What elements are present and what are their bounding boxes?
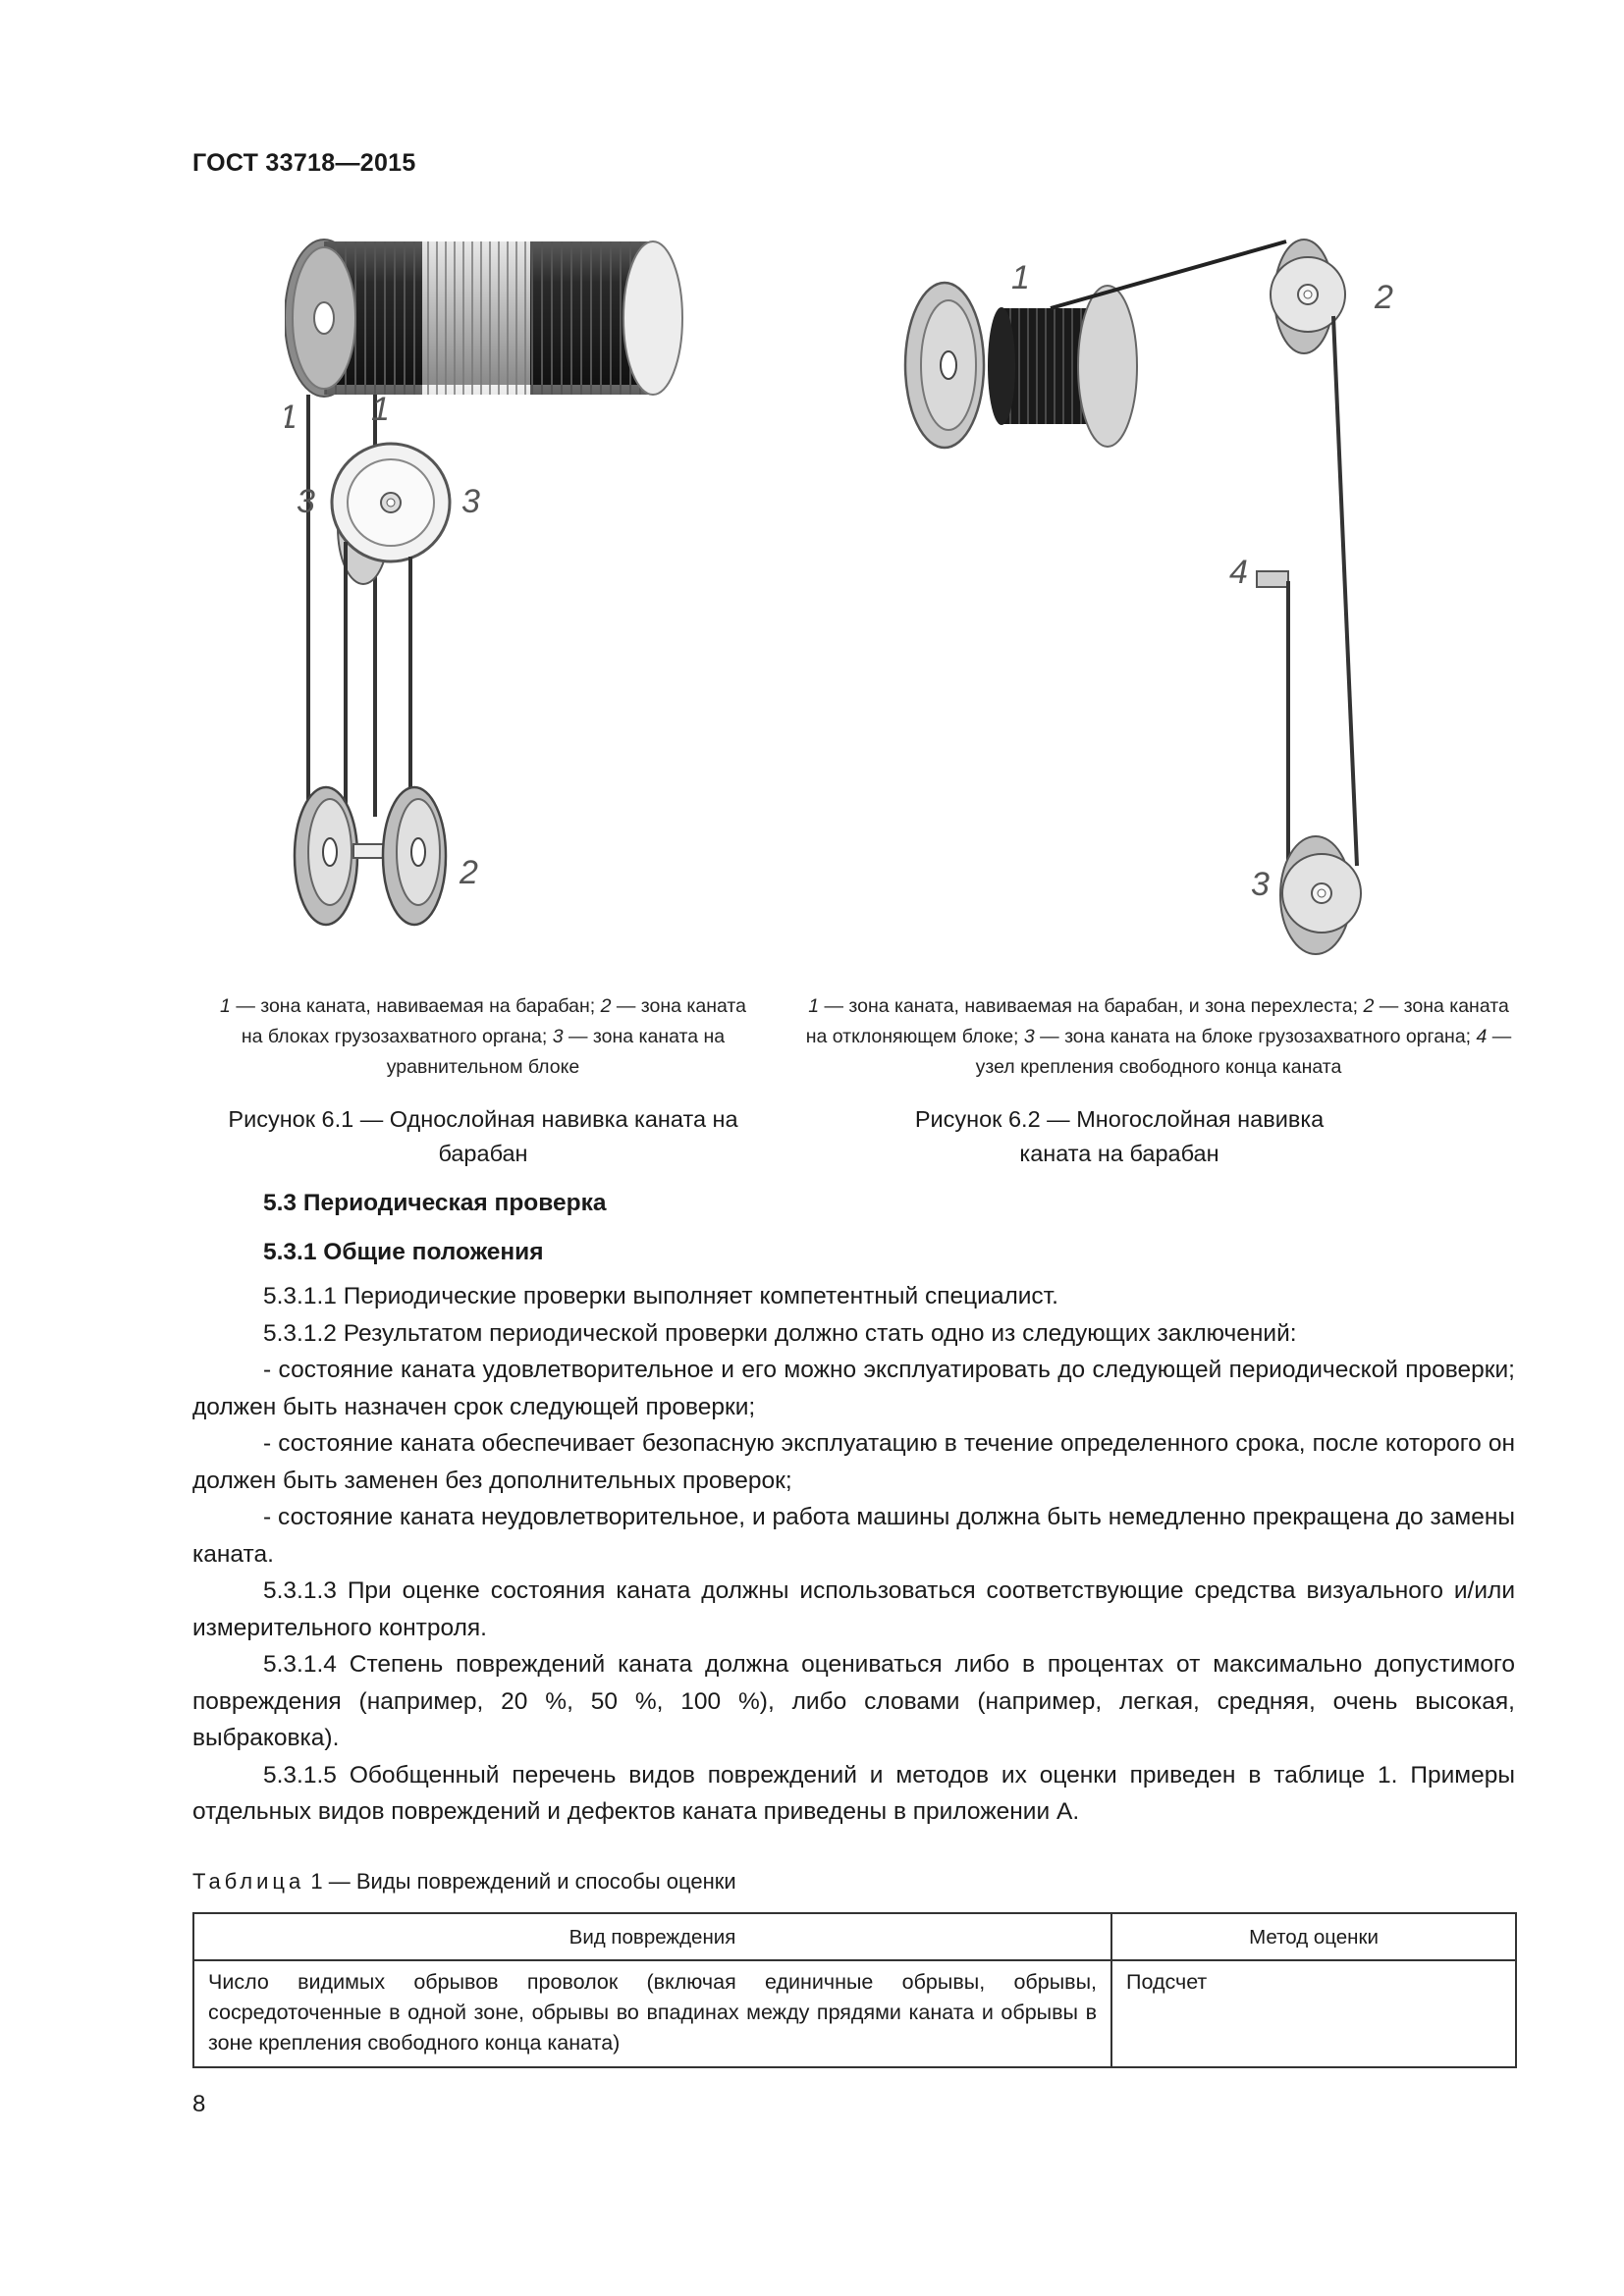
fig2-label-4: 4: [1229, 554, 1248, 591]
table-cell-method: Подсчет: [1110, 1959, 1517, 2068]
paragraph: 5.3.1.5 Обобщенный перечень видов повреж…: [192, 1761, 1515, 1826]
fig1-label-1b: 1: [371, 391, 390, 428]
paragraph: 5.3.1.3 При оценке состояния каната долж…: [192, 1577, 1515, 1641]
fig1-label-2b: 2: [459, 854, 478, 891]
figure-6-2-drawing: 1 2 4 3: [893, 228, 1443, 964]
paragraph: 5.3.1.1 Периодические проверки выполняет…: [263, 1283, 1058, 1309]
subsection-heading: 5.3.1 Общие положения: [263, 1239, 544, 1265]
figure-6-1-drawing: 1 1 3 3 2 2: [285, 228, 736, 964]
table-row: Число видимых обрывов проволок (включая …: [192, 1959, 1517, 2068]
figure-6-1-legend: 1 — зона каната, навиваемая на барабан; …: [220, 995, 746, 1078]
fig1-label-3b: 3: [461, 483, 480, 520]
section-heading: 5.3 Периодическая проверка: [263, 1190, 607, 1216]
fig1-label-1a: 1: [285, 399, 298, 436]
table-header-row: Вид повреждения Метод оценки: [192, 1912, 1517, 1961]
fig2-label-2: 2: [1374, 279, 1393, 316]
fig1-label-3a: 3: [297, 483, 315, 520]
section-body: 5.3.1.1 Периодические проверки выполняет…: [192, 1278, 1515, 1831]
list-item: - состояние каната обеспечивает безопасн…: [192, 1430, 1515, 1494]
paragraph: 5.3.1.2 Результатом периодической провер…: [263, 1319, 1297, 1347]
damage-table: Вид повреждения Метод оценки Число видим…: [192, 1912, 1517, 2068]
table-header-damage-type: Вид повреждения: [192, 1912, 1112, 1961]
figure-6-2-legend: 1 — зона каната, навиваемая на барабан, …: [805, 995, 1512, 1078]
table-cell-damage-type: Число видимых обрывов проволок (включая …: [192, 1959, 1112, 2068]
list-item: - состояние каната удовлетворительное и …: [192, 1357, 1515, 1420]
table-header-method: Метод оценки: [1110, 1912, 1517, 1961]
fig2-label-3: 3: [1251, 866, 1270, 903]
table-caption: Таблица 1 — Виды повреждений и способы о…: [192, 1869, 736, 1894]
fig2-label-1: 1: [1011, 259, 1030, 296]
paragraph: 5.3.1.4 Степень повреждений каната должн…: [192, 1651, 1515, 1751]
list-item: - состояние каната неудовлетворительное,…: [192, 1504, 1515, 1568]
document-header: ГОСТ 33718—2015: [192, 149, 416, 177]
figure-6-1-caption: Рисунок 6.1 — Однослойная навивка каната…: [228, 1106, 738, 1166]
page-number: 8: [192, 2091, 206, 2117]
figure-6-2-caption: Рисунок 6.2 — Многослойная навивка канат…: [914, 1106, 1325, 1166]
